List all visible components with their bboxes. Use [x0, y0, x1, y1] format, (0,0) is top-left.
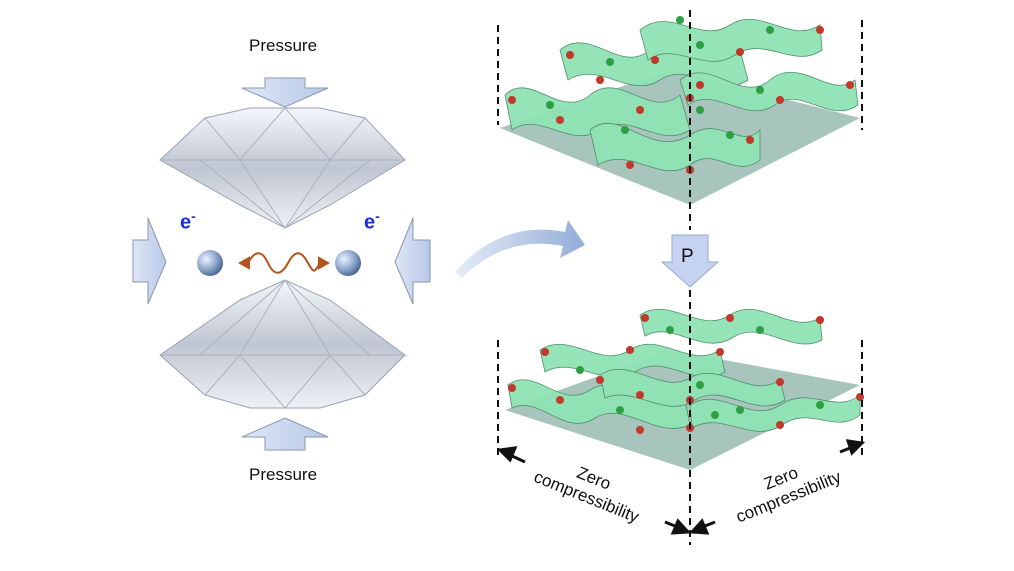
electron-sphere-left [197, 250, 223, 276]
electron-label-right: e- [364, 208, 380, 235]
interaction-wave-icon [237, 252, 331, 274]
diamond-bottom-icon [159, 279, 406, 409]
pressure-label-bottom: Pressure [249, 465, 318, 484]
electron-charge: - [191, 208, 196, 224]
pressure-arrow-right [132, 217, 167, 305]
electron-charge: - [375, 208, 380, 224]
electron-symbol: e [364, 211, 376, 234]
pressure-p-label: P [681, 246, 694, 267]
electron-sphere-right [335, 250, 361, 276]
pressure-arrow-down [241, 77, 329, 108]
pressure-p-arrow [660, 234, 720, 288]
layered-structure-compressed [505, 308, 864, 470]
compressibility-arrows [496, 439, 866, 535]
dashed-guides [497, 10, 863, 545]
pressure-label-top: Pressure [249, 36, 318, 55]
layered-structure-uncompressed [500, 16, 860, 205]
diamond-top-icon [159, 107, 406, 229]
pressure-arrow-up [241, 417, 329, 451]
electron-symbol: e [180, 211, 192, 234]
pressure-arrow-left [394, 217, 431, 305]
transition-curved-arrow [455, 220, 585, 278]
electron-label-left: e- [180, 208, 196, 235]
